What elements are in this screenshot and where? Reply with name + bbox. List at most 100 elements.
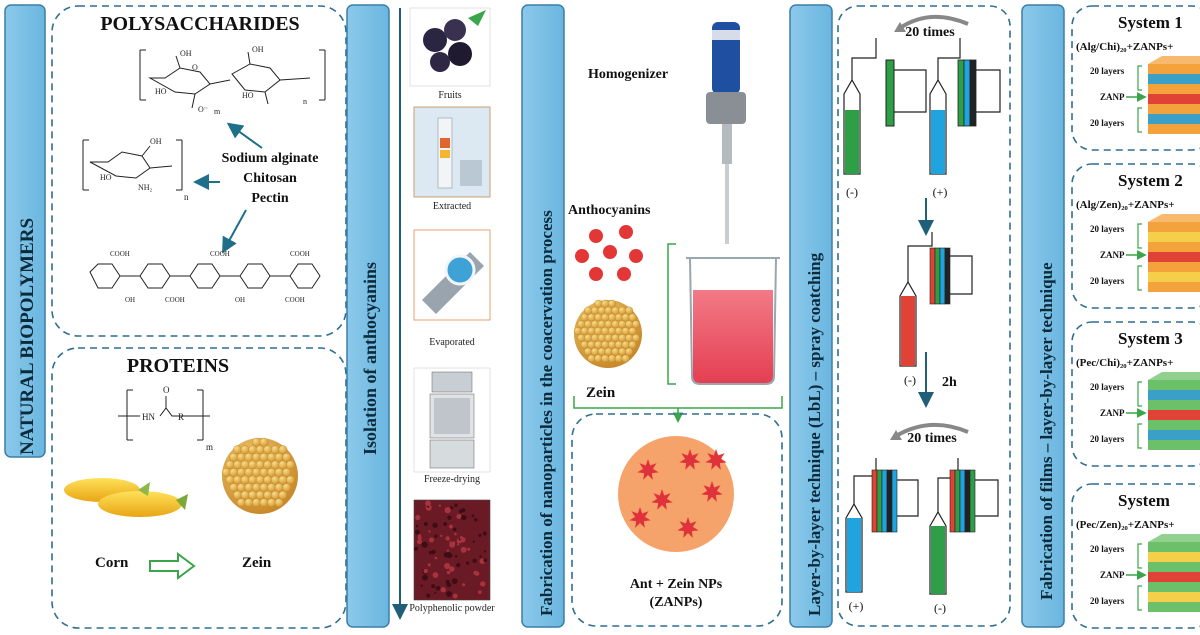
corn-label: Corn bbox=[95, 555, 129, 571]
film-layer bbox=[1148, 124, 1200, 134]
cycle-arrow-top bbox=[898, 14, 969, 30]
zein-bead bbox=[274, 483, 284, 492]
film-layer bbox=[1148, 272, 1200, 282]
zein-bead bbox=[625, 334, 634, 343]
polysaccharides-box bbox=[51, 5, 347, 337]
powder-speck bbox=[471, 514, 475, 518]
natural-biopolymers-panel: NATURAL BIOPOLYMERS POLYSACCHARIDES HO O… bbox=[4, 4, 347, 629]
zein-bead bbox=[573, 327, 582, 336]
isolation-step-label: Extracted bbox=[433, 201, 471, 212]
zein-bead bbox=[248, 460, 258, 470]
zein-bead bbox=[601, 299, 610, 308]
coacervation-title: Fabrication of nanoparticles in the coac… bbox=[537, 210, 556, 616]
film-layer bbox=[1148, 542, 1200, 552]
zein-particle-2 bbox=[573, 299, 642, 368]
chem-label: O⁻ bbox=[198, 105, 208, 114]
zein-bead bbox=[255, 445, 265, 455]
coacervation-panel: Fabrication of nanoparticles in the coac… bbox=[521, 4, 783, 628]
chem-label: COOH bbox=[210, 250, 230, 258]
zein-bead bbox=[229, 468, 239, 477]
layer-brace bbox=[1137, 381, 1142, 407]
chem-label: OH bbox=[150, 137, 162, 146]
powder-speck bbox=[474, 518, 478, 522]
peptide-structure bbox=[118, 389, 210, 441]
isolation-step-label: Freeze-drying bbox=[424, 474, 480, 485]
chem-label: O bbox=[163, 385, 170, 395]
zein-bead bbox=[584, 334, 593, 343]
system-card: System 2(Alg/Zen)₂₀+ZANPs+20 layersZANP2… bbox=[1071, 163, 1200, 309]
films-bar bbox=[1021, 4, 1065, 628]
film-layer bbox=[1148, 420, 1200, 430]
charge-label: (-) bbox=[846, 185, 858, 199]
repeat-bottom-label: 20 times bbox=[907, 431, 957, 446]
zein-bead bbox=[267, 452, 276, 462]
zein-bead bbox=[580, 313, 589, 322]
system-card: System 1(Alg/Chi)₂₀+ZANPs+20 layersZANP2… bbox=[1071, 5, 1200, 151]
zein-bead bbox=[282, 452, 292, 462]
chem-label: HO bbox=[155, 87, 167, 96]
layer-brace bbox=[1137, 423, 1142, 449]
film-layer bbox=[1148, 222, 1200, 232]
anthocyanin-dots bbox=[575, 225, 643, 281]
layer-brace bbox=[1137, 107, 1142, 133]
film-layer bbox=[1148, 592, 1200, 602]
zein-bead bbox=[590, 320, 599, 329]
film-layer bbox=[1148, 582, 1200, 592]
alginate-structure bbox=[139, 49, 326, 109]
film-layer bbox=[1148, 440, 1200, 450]
charge-label: (-) bbox=[904, 373, 916, 387]
zein-bead bbox=[240, 460, 250, 470]
natural-biopolymers-bar bbox=[4, 4, 46, 458]
zein-bead bbox=[604, 320, 613, 329]
powder-speck bbox=[452, 593, 458, 599]
zein-bead bbox=[580, 327, 589, 336]
zanps-box bbox=[571, 413, 783, 627]
powder-speck bbox=[462, 583, 466, 587]
powder-speck bbox=[446, 549, 450, 552]
film-top-face bbox=[1148, 372, 1200, 380]
powder-speck bbox=[484, 550, 487, 553]
powder-speck bbox=[466, 561, 470, 565]
powder-speck bbox=[421, 541, 428, 548]
zein-bead bbox=[248, 445, 258, 455]
powder-speck bbox=[440, 534, 443, 538]
powder-speck bbox=[456, 563, 461, 568]
zein-bead bbox=[286, 475, 295, 485]
zein-bead bbox=[267, 468, 276, 477]
zein-bead bbox=[597, 334, 606, 343]
zein-bead bbox=[608, 299, 617, 308]
lbl-title: Layer-by-layer technique (LbL) – spray c… bbox=[805, 252, 824, 616]
beaker-bracket bbox=[667, 243, 676, 385]
arrow-to-alginate bbox=[226, 122, 263, 149]
zein-bead bbox=[584, 347, 593, 356]
zein-bead bbox=[618, 347, 627, 356]
powder-speck bbox=[415, 529, 420, 535]
zein-bead bbox=[604, 334, 613, 343]
lbl-bar bbox=[789, 4, 833, 628]
powder-speck bbox=[474, 571, 480, 576]
system-card: System(Pec/Zen)₂₀+ZANPs+20 layersZANP20 … bbox=[1071, 483, 1200, 629]
system-formula: (Pec/Chi)₂₀+ZANPs+ bbox=[1076, 357, 1173, 369]
zanps-label-line1: Ant + Zein NPs bbox=[630, 577, 723, 592]
lbl-box bbox=[837, 5, 1011, 627]
powder-speck bbox=[479, 555, 482, 558]
system-box bbox=[1071, 483, 1200, 629]
zein-bead bbox=[252, 468, 261, 477]
zein-bead bbox=[278, 460, 288, 470]
zein-bead bbox=[594, 354, 603, 363]
layer-brace bbox=[1137, 265, 1142, 291]
charge-label: (+) bbox=[933, 185, 948, 199]
spray-unit-blue-2 bbox=[845, 458, 919, 593]
zein-bead bbox=[621, 354, 630, 363]
zein-bead bbox=[584, 306, 593, 315]
zein-bead bbox=[225, 475, 235, 485]
zein-bead bbox=[259, 437, 269, 447]
layer-label: 20 layers bbox=[1090, 544, 1125, 554]
chem-label: O bbox=[192, 63, 198, 72]
zein-bead bbox=[274, 468, 284, 477]
proteins-box bbox=[51, 347, 347, 629]
zein-bead bbox=[604, 347, 613, 356]
film-layer bbox=[1148, 74, 1200, 84]
anthocyanin-star bbox=[701, 481, 723, 502]
polysaccharides-title: POLYSACCHARIDES bbox=[100, 13, 299, 35]
